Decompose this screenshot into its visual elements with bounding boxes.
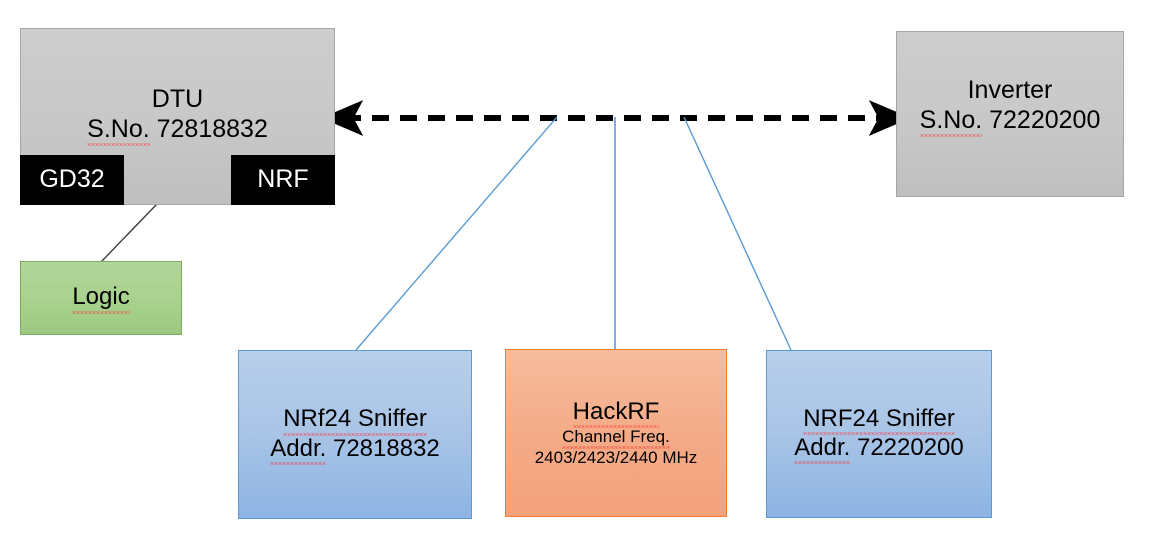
dtu-serial: S.No. 72818832 — [87, 115, 268, 146]
node-sniffer-right[interactable]: NRF24 Sniffer Addr. 72220200 — [766, 350, 992, 518]
gd32-label: GD32 — [39, 165, 105, 194]
node-hackrf[interactable]: HackRF Channel Freq. 2403/2423/2440 MHz — [505, 349, 727, 517]
node-gd32[interactable]: GD32 — [20, 155, 124, 205]
hackrf-line2: Channel Freq. — [562, 427, 670, 450]
sniffer-right-addr-value: 72220200 — [856, 434, 964, 461]
dtu-serial-value: 72818832 — [156, 114, 268, 143]
hackrf-title: HackRF — [572, 398, 659, 429]
sniffer-right-addr-label: Addr. — [794, 434, 851, 465]
hackrf-channel-label: Channel Freq. — [562, 427, 670, 450]
connector-sniffer-right-tap — [683, 116, 792, 351]
dtu-serial-label: S.No. — [87, 115, 150, 146]
sniffer-left-addr-value: 72818832 — [332, 434, 440, 462]
dtu-label: DTU — [151, 85, 204, 113]
connector-sniffer-left-tap — [355, 116, 558, 351]
hackrf-line3: 2403/2423/2440 MHz — [534, 448, 698, 468]
node-logic[interactable]: Logic — [20, 261, 182, 335]
logic-label: Logic — [72, 283, 131, 314]
sniffer-right-line2: Addr. 72220200 — [794, 434, 964, 465]
inverter-serial: S.No. 72220200 — [919, 105, 1101, 137]
sniffer-right-title: NRF24 Sniffer — [803, 405, 955, 436]
sniffer-left-addr-label: Addr. — [270, 435, 327, 466]
sniffer-left-line2: Addr. 72818832 — [270, 434, 440, 466]
sniffer-right-line1: NRF24 Sniffer — [803, 405, 955, 436]
nrf-label: NRF — [257, 165, 309, 194]
hackrf-line1: HackRF — [572, 398, 659, 429]
inverter-serial-label: S.No. — [919, 106, 982, 137]
sniffer-left-title: NRf24 Sniffer — [283, 405, 427, 436]
node-inverter[interactable]: Inverter S.No. 72220200 — [896, 31, 1124, 197]
sniffer-left-line1: NRf24 Sniffer — [283, 405, 427, 436]
node-sniffer-left[interactable]: NRf24 Sniffer Addr. 72818832 — [238, 350, 472, 519]
inverter-serial-value: 72220200 — [989, 105, 1101, 134]
inverter-label: Inverter — [967, 76, 1053, 104]
node-nrf[interactable]: NRF — [231, 155, 335, 205]
